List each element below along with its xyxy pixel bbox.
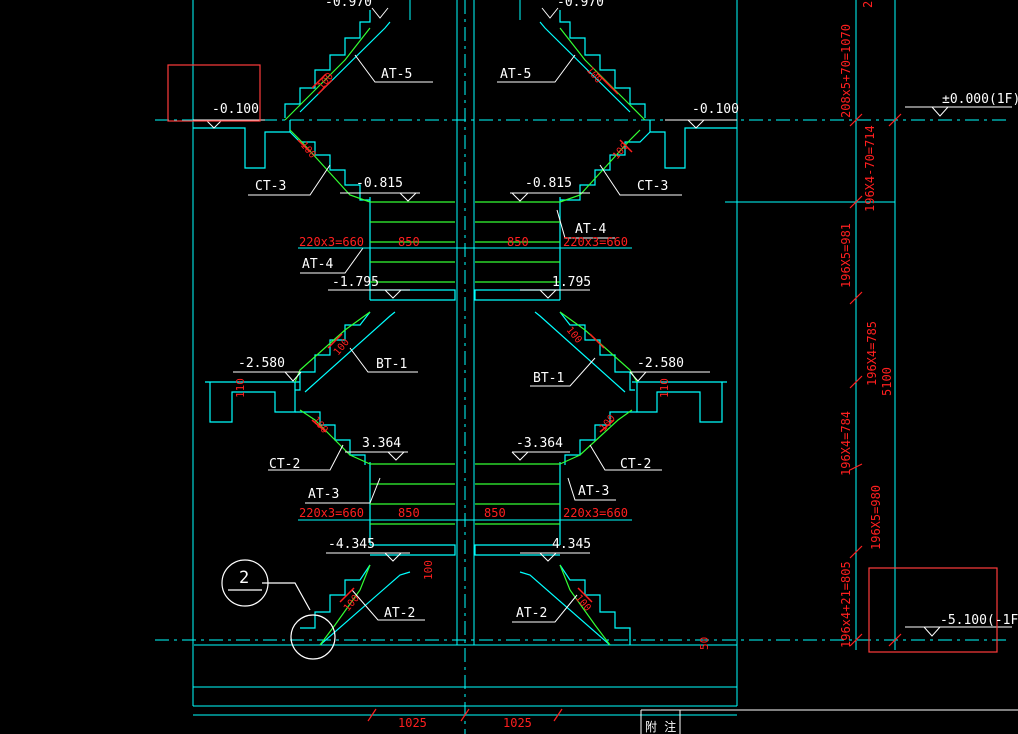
table-text: 附 注 xyxy=(645,719,676,734)
vdim-4: 196X5=981 xyxy=(839,223,853,288)
highlight-box-top xyxy=(167,64,261,122)
label-ct2-right: CT-2 xyxy=(620,457,651,472)
vdim-2: 208x5+70=1070 xyxy=(839,24,853,118)
dim-220-upper-right: 220x3=660 xyxy=(563,235,628,249)
label-at4-right: AT-4 xyxy=(575,222,606,237)
detail-symbol xyxy=(221,559,336,660)
slab-thk-a: 100 xyxy=(316,71,336,92)
dim-850-upper-right: 850 xyxy=(507,235,529,249)
elev-left-3364: 3.364 xyxy=(362,436,401,451)
label-at4-left: AT-4 xyxy=(302,257,333,272)
label-bt1-right: BT-1 xyxy=(533,371,564,386)
treads xyxy=(284,27,646,646)
label-at5-left: AT-5 xyxy=(381,67,412,82)
elev-top-right: -0.970 xyxy=(557,0,604,10)
label-at3-right: AT-3 xyxy=(578,484,609,499)
vdim-9: 196x4+21=805 xyxy=(839,561,853,648)
dim-850-lower-right: 850 xyxy=(484,506,506,520)
title-table xyxy=(640,709,1018,734)
elev-right-0815: -0.815 xyxy=(525,176,572,191)
label-ct2-left: CT-2 xyxy=(269,457,300,472)
label-ct3-right: CT-3 xyxy=(637,179,668,194)
dim-850-lower-left: 850 xyxy=(398,506,420,520)
vdim-5: 196X4=785 xyxy=(865,321,879,386)
center-dash-lines xyxy=(155,0,1010,734)
slab-thk-f: 100 xyxy=(564,325,584,346)
detail-number: 2 xyxy=(239,568,249,588)
elev-1f: ±0.000(1F) xyxy=(942,92,1018,107)
elev-top-left: -0.970 xyxy=(325,0,372,10)
label-at2-left: AT-2 xyxy=(384,606,415,621)
leader-lines xyxy=(193,54,1012,628)
label-ct3-left: CT-3 xyxy=(255,179,286,194)
elev-right-3364: -3.364 xyxy=(516,436,563,451)
vdim-3: 196X4-70=714 xyxy=(863,125,877,212)
dim-1025-left: 1025 xyxy=(398,716,427,730)
stair-right xyxy=(474,10,737,646)
dim-220-lower-right: 220x3=660 xyxy=(563,506,628,520)
elev-right-0100: -0.100 xyxy=(692,102,739,117)
elev-left-0100: -0.100 xyxy=(212,102,259,117)
red-slab-hatches xyxy=(297,73,633,603)
label-at3-left: AT-3 xyxy=(308,487,339,502)
label-at5-right: AT-5 xyxy=(500,67,531,82)
elev-left-1795: -1.795 xyxy=(332,275,379,290)
vdim-7: 196X4=784 xyxy=(839,411,853,476)
elev-right-1795: 1.795 xyxy=(552,275,591,290)
dimension-ticks xyxy=(367,113,902,722)
vdim-8: 196X5=980 xyxy=(869,485,883,550)
label-bt1-left: BT-1 xyxy=(376,357,407,372)
slab-thk-d: 100 xyxy=(611,141,631,162)
label-at2-right: AT-2 xyxy=(516,606,547,621)
elev-left-2580: -2.580 xyxy=(238,356,285,371)
dim-1025-right: 1025 xyxy=(503,716,532,730)
dim-50: 50 xyxy=(698,637,711,650)
elev-left-0815: -0.815 xyxy=(356,176,403,191)
dim-850-upper-left: 850 xyxy=(398,235,420,249)
elevation-markers xyxy=(205,7,949,637)
frame-lines xyxy=(192,0,738,707)
dim-110-right: 110 xyxy=(658,378,671,398)
dim-110-left: 110 xyxy=(234,378,247,398)
dim-100-mid: 100 xyxy=(422,560,435,580)
dim-220-upper-left: 220x3=660 xyxy=(299,235,364,249)
elev-left-4345: -4.345 xyxy=(328,537,375,552)
dim-220-lower-left: 220x3=660 xyxy=(299,506,364,520)
vdim-6: 5100 xyxy=(880,367,894,396)
elev-basement: -5.100(-1F) xyxy=(940,613,1018,628)
elev-right-4345: 4.345 xyxy=(552,537,591,552)
highlight-box-bottom xyxy=(868,567,998,653)
elev-right-2580: -2.580 xyxy=(637,356,684,371)
vdim-1: 2 xyxy=(861,1,875,8)
